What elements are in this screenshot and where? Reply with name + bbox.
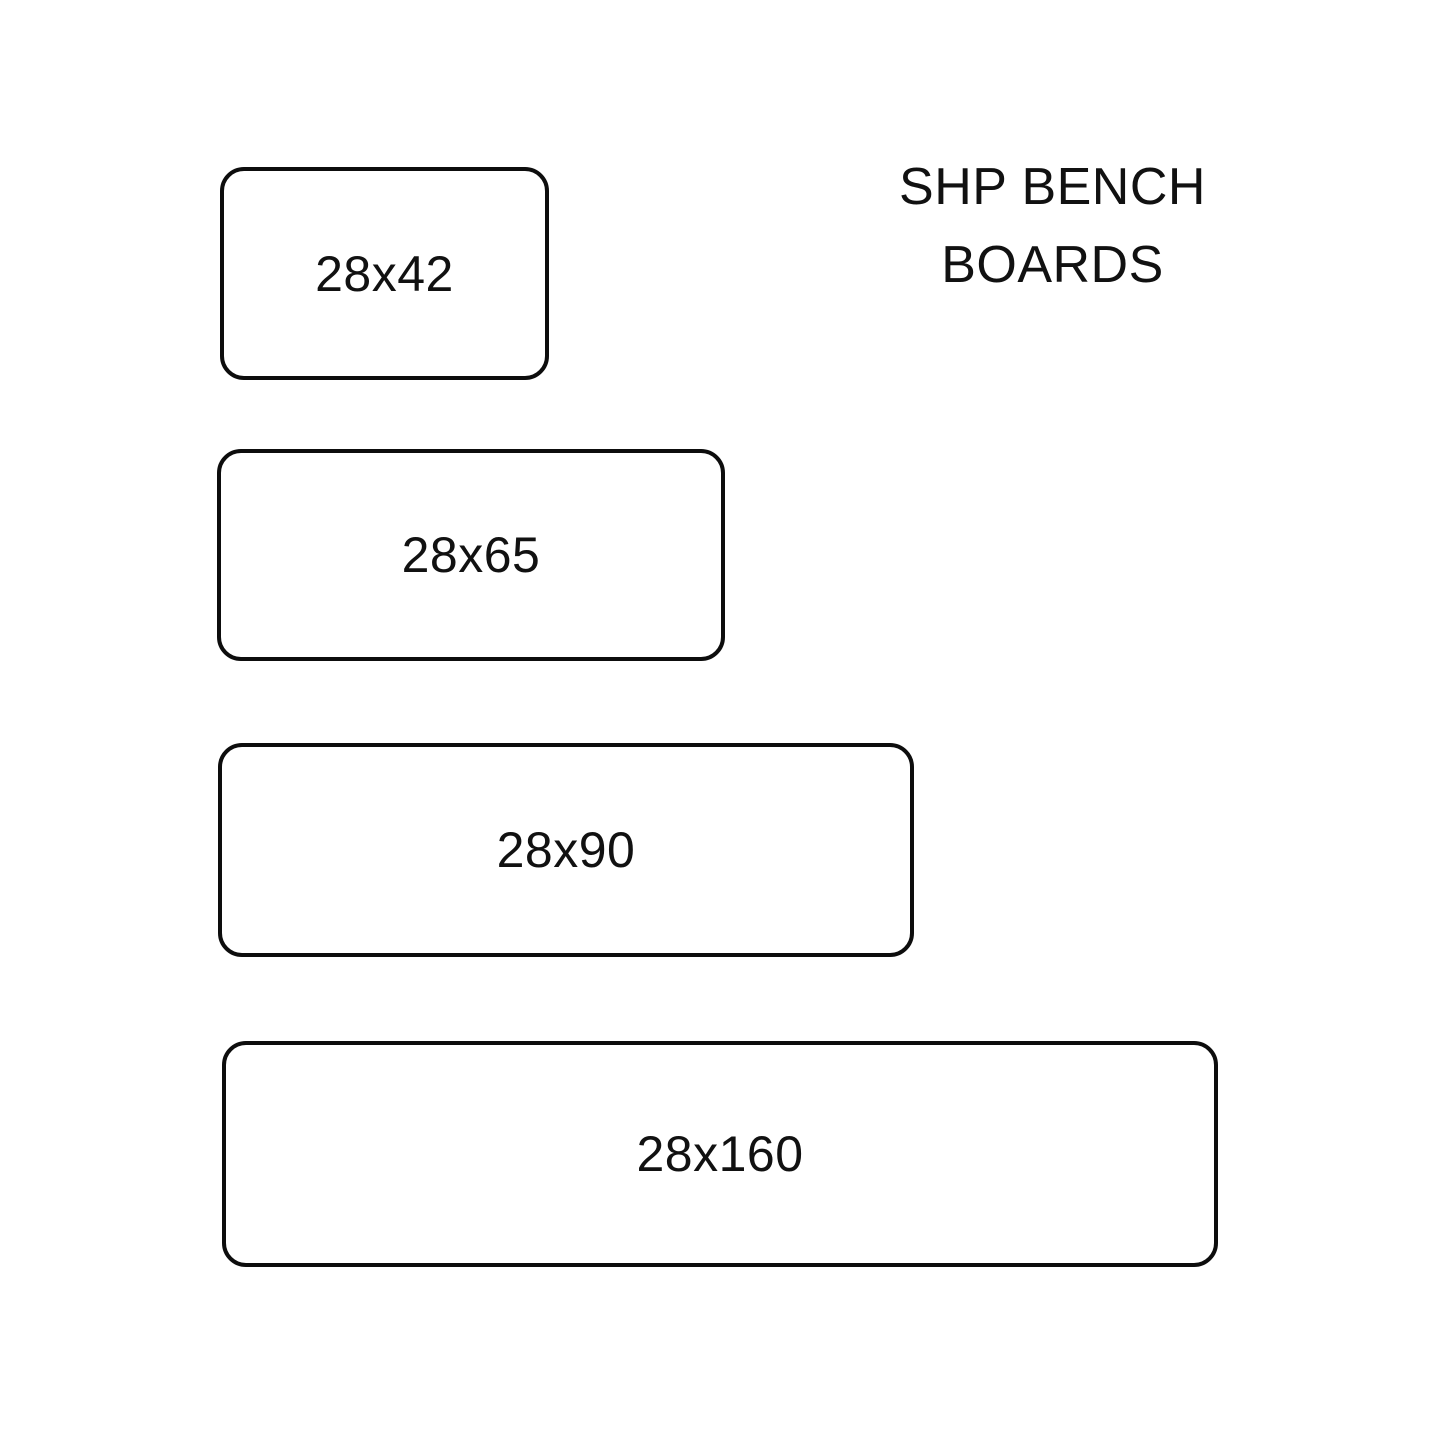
board-28x90: 28x90 — [218, 743, 914, 957]
board-28x42: 28x42 — [220, 167, 549, 380]
board-label-28x42: 28x42 — [315, 245, 454, 302]
board-28x160: 28x160 — [222, 1041, 1218, 1267]
board-label-28x160: 28x160 — [636, 1126, 804, 1182]
board-label-28x65: 28x65 — [401, 527, 541, 583]
title-line-1: SHP BENCH — [899, 158, 1206, 216]
title-line-2: BOARDS — [941, 236, 1164, 294]
board-label-28x90: 28x90 — [496, 822, 636, 878]
board-28x65: 28x65 — [217, 449, 725, 661]
diagram-title: SHP BENCH BOARDS — [880, 148, 1225, 304]
